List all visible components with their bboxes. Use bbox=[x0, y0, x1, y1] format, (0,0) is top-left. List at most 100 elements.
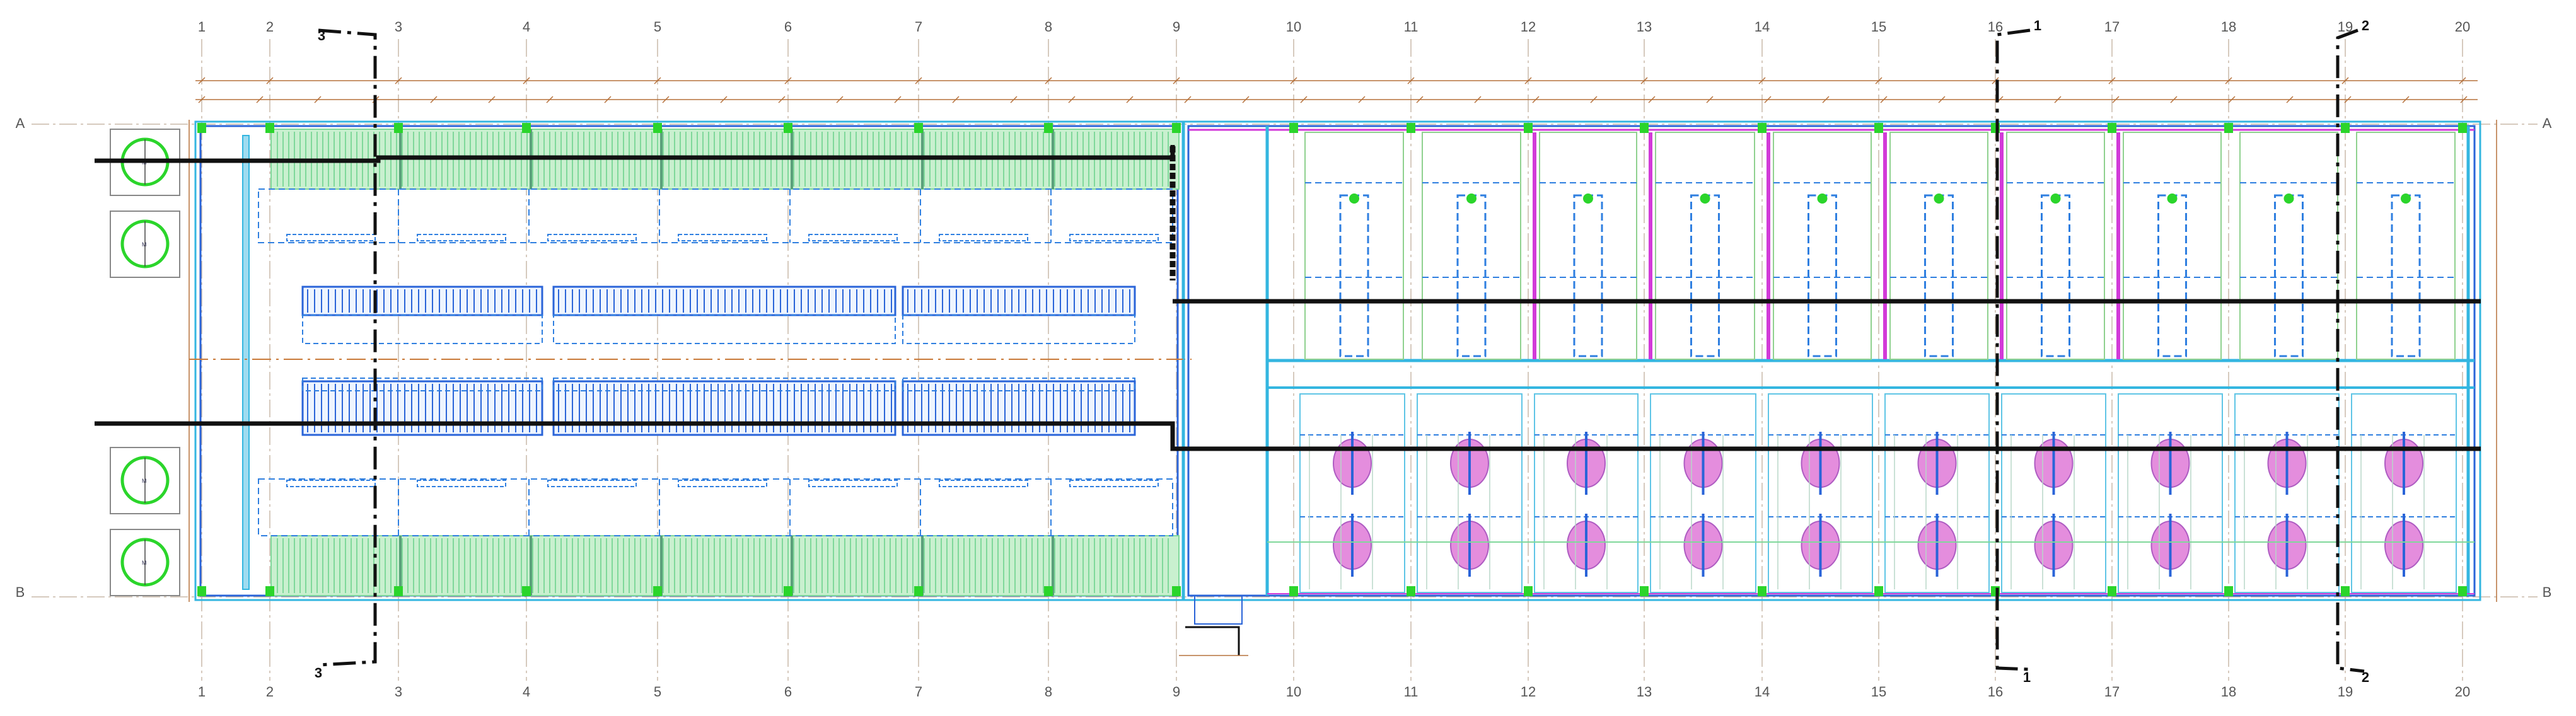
grid-column-label: 1 bbox=[198, 684, 206, 700]
grid-column-label: 18 bbox=[2221, 19, 2236, 35]
column-marker bbox=[784, 123, 792, 133]
grid-column-label: 10 bbox=[1286, 684, 1301, 700]
machine-group bbox=[301, 380, 543, 436]
equipment-tag: M bbox=[142, 241, 147, 248]
dashed-bench bbox=[678, 480, 767, 487]
section-label: 1 bbox=[2034, 18, 2041, 33]
dimension-tick bbox=[1524, 77, 1532, 84]
machine-base bbox=[553, 315, 896, 344]
dashed-bench bbox=[417, 234, 506, 241]
dimension-tick bbox=[2225, 77, 2232, 84]
dimension-tick bbox=[2170, 96, 2178, 103]
dimension-tick bbox=[1648, 96, 1656, 103]
grid-column-label: 7 bbox=[915, 684, 922, 700]
bay-column-guard bbox=[2391, 194, 2421, 357]
grid-column-label: 3 bbox=[395, 684, 402, 700]
column-marker bbox=[2224, 123, 2233, 133]
bay-column-guard bbox=[1573, 194, 1603, 357]
column-marker bbox=[1524, 586, 1533, 596]
right-hall bbox=[1183, 120, 2481, 601]
column-marker bbox=[394, 586, 403, 596]
dimension-tick bbox=[1358, 96, 1366, 103]
section-label: 3 bbox=[315, 665, 322, 681]
column-marker bbox=[1874, 586, 1883, 596]
column-marker bbox=[265, 586, 274, 596]
bay-marker bbox=[1700, 193, 1710, 204]
grid-column-label: 7 bbox=[915, 19, 922, 35]
bay-marker bbox=[1583, 193, 1593, 204]
grid-row-label-a-left: A bbox=[16, 115, 25, 131]
column-marker bbox=[1758, 586, 1767, 596]
dimension-tick bbox=[1875, 77, 1883, 84]
equipment-tag: M bbox=[142, 560, 147, 566]
grid-column-label: 9 bbox=[1173, 19, 1180, 35]
dimension-tick bbox=[1640, 77, 1648, 84]
dimension-tick bbox=[1822, 96, 1830, 103]
dimension-tick bbox=[654, 77, 661, 84]
bay-marker bbox=[2050, 193, 2061, 204]
bay-marker bbox=[1817, 193, 1828, 204]
dimension-tick bbox=[2108, 77, 2116, 84]
bay-frame bbox=[1650, 393, 1756, 593]
dimension-tick bbox=[2460, 96, 2468, 103]
dashed-bench bbox=[678, 234, 767, 241]
dimension-tick bbox=[1764, 96, 1772, 103]
column-marker bbox=[1172, 586, 1181, 596]
dimension-tick bbox=[2459, 77, 2466, 84]
dimension-tick bbox=[1416, 96, 1424, 103]
column-marker bbox=[197, 586, 206, 596]
grid-row-label-a-right: A bbox=[2543, 115, 2552, 131]
column-marker bbox=[1289, 123, 1298, 133]
dimension-tick bbox=[266, 77, 274, 84]
dimension-tick bbox=[1407, 77, 1415, 84]
bay-frame bbox=[1773, 132, 1872, 360]
bay-frame bbox=[1304, 132, 1404, 360]
dimension-tick bbox=[1474, 96, 1482, 103]
dimension-tick bbox=[915, 77, 922, 84]
grid-column-label: 8 bbox=[1045, 684, 1052, 700]
grid-column-label: 3 bbox=[395, 19, 402, 35]
equipment-tag: M bbox=[142, 478, 147, 484]
dimension-tick bbox=[314, 96, 322, 103]
grid-column-label: 5 bbox=[654, 19, 661, 35]
machine-group bbox=[301, 286, 543, 316]
section-markers: 3 3 1 1 2 2 bbox=[315, 18, 2369, 685]
grid-column-label: 17 bbox=[2104, 19, 2120, 35]
bay-column-guard bbox=[1339, 194, 1369, 357]
grid-column-label: 16 bbox=[1988, 19, 2003, 35]
bay-marker bbox=[2283, 193, 2294, 204]
bay-marker bbox=[2401, 193, 2411, 204]
bay-column-guard bbox=[1456, 194, 1487, 357]
column-marker bbox=[914, 586, 923, 596]
grid-column-label: 15 bbox=[1871, 684, 1886, 700]
bay-column-guard bbox=[1690, 194, 1720, 357]
dimension-tick bbox=[894, 96, 902, 103]
column-marker bbox=[1640, 586, 1649, 596]
dimension-tick bbox=[2228, 96, 2236, 103]
column-marker bbox=[1044, 586, 1053, 596]
dimension-tick bbox=[546, 96, 554, 103]
grid-column-label: 19 bbox=[2338, 684, 2353, 700]
grid-column-label: 13 bbox=[1637, 19, 1652, 35]
dashed-bench bbox=[808, 480, 898, 487]
dimension-tick bbox=[1590, 96, 1598, 103]
dimension-tick bbox=[2054, 96, 2062, 103]
bay-column-guard bbox=[2274, 194, 2304, 357]
column-marker bbox=[1640, 123, 1649, 133]
grid-column-label: 16 bbox=[1988, 684, 2003, 700]
dashed-bench bbox=[286, 480, 376, 487]
column-marker bbox=[653, 123, 662, 133]
grid-row-label-b-right: B bbox=[2543, 584, 2552, 600]
dimension-tick bbox=[1532, 96, 1540, 103]
grid-column-label: 10 bbox=[1286, 19, 1301, 35]
bay-frame bbox=[2006, 132, 2105, 360]
grid-column-label: 18 bbox=[2221, 684, 2236, 700]
dimension-tick bbox=[2112, 96, 2120, 103]
section-cut-lines bbox=[95, 145, 2481, 451]
seating-hatch bbox=[277, 129, 1169, 596]
grid-column-label: 12 bbox=[1521, 19, 1536, 35]
bay-frame bbox=[1299, 393, 1405, 593]
column-marker bbox=[2108, 586, 2116, 596]
